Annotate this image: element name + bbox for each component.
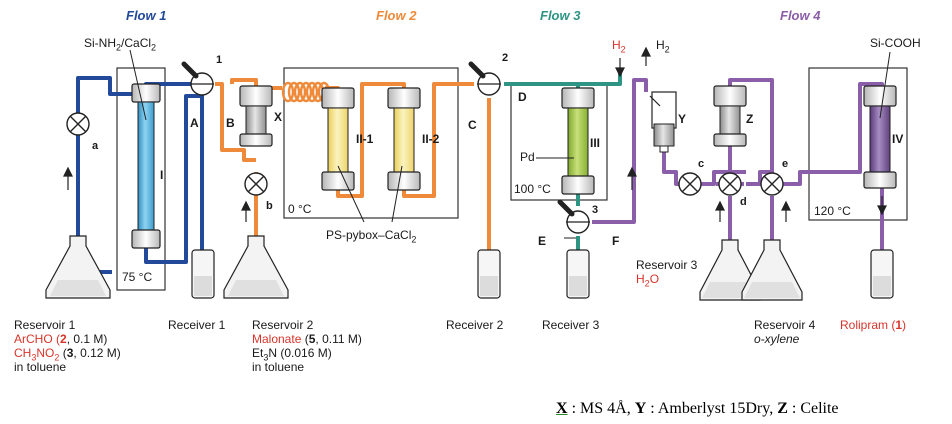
reservoir-2-title: Reservoir 2: [252, 318, 314, 332]
reservoir-1-title: Reservoir 1: [14, 318, 76, 332]
valve-3-label: 3: [592, 204, 599, 216]
temp-flow-3: 100 °C: [514, 182, 551, 196]
pump-e-label: e: [782, 158, 789, 170]
pump-d-label: d: [740, 196, 747, 208]
label-si-cooh: Si-COOH: [870, 36, 921, 50]
pump-c: [678, 172, 702, 196]
column-II-2-label: II-2: [422, 132, 440, 146]
line-C-label: C: [468, 118, 477, 132]
line-E-label: E: [538, 234, 547, 248]
reservoir-2-line-2: Et3N (0.016 M): [252, 346, 332, 363]
beaker-receiver-1: [191, 249, 215, 299]
column-Y: [651, 91, 677, 153]
label-h2-in: H2: [612, 38, 626, 55]
temp-flow-4: 120 °C: [814, 204, 851, 218]
reservoir-1-line-2: CH3NO2 (3, 0.12 M): [14, 346, 121, 363]
temp-flow-2: 0 °C: [288, 202, 312, 216]
beaker-receiver-3: [566, 249, 590, 299]
label-ps-pybox: PS-pybox–CaCl2: [326, 228, 417, 245]
valve-2: [468, 61, 501, 96]
flow-1-title: Flow 1: [126, 8, 167, 23]
column-IV-label: IV: [892, 132, 904, 146]
pump-a: [66, 112, 90, 136]
valve-1-label: 1: [216, 54, 223, 66]
beaker-product: [870, 249, 894, 299]
flask-reservoir-1: [45, 235, 111, 299]
pump-b: [244, 172, 268, 196]
flask-reservoir-2: [223, 235, 289, 299]
heating-box-4: [808, 67, 908, 221]
column-III-label: III: [590, 136, 601, 150]
reservoir-2-line-1: Malonate (5, 0.11 M): [252, 332, 362, 346]
reservoir-4-line-1: o-xylene: [754, 332, 800, 346]
beaker-receiver-2: [477, 249, 501, 299]
receiver-3-label: Receiver 3: [542, 318, 600, 332]
column-II-2: [387, 87, 421, 191]
line-F-label: F: [612, 234, 620, 248]
column-X-label: X: [274, 110, 283, 124]
column-I-label: I: [160, 168, 164, 182]
flow-2-title: Flow 2: [376, 8, 417, 23]
valve-1: [181, 61, 214, 96]
flow-arrows: [63, 46, 887, 222]
flow-4-title: Flow 4: [780, 8, 821, 23]
column-II-1: [321, 87, 355, 191]
pump-c-label: c: [698, 158, 705, 170]
pump-d: [718, 172, 742, 196]
flask-reservoir-4: [741, 239, 803, 301]
column-II-1-label: II-1: [356, 132, 374, 146]
column-I: [131, 83, 161, 249]
oven-box-1: [116, 67, 166, 291]
flow-3-title: Flow 3: [540, 8, 581, 23]
reservoir-1-line-3: in toluene: [14, 360, 67, 374]
line-A-label: A: [190, 116, 199, 130]
pump-e: [760, 172, 784, 196]
receiver-1-label: Receiver 1: [168, 318, 226, 332]
cooling-box-2: [283, 67, 459, 219]
legend: X : MS 4Å, Y : Amberlyst 15Dry, Z : Celi…: [556, 400, 839, 417]
reservoir-3-line-1: H2O: [636, 272, 660, 289]
valve-2-label: 2: [502, 52, 509, 64]
line-D-label: D: [518, 90, 527, 104]
line-B-label: B: [226, 116, 235, 130]
column-IV: [863, 85, 897, 189]
pump-a-label: a: [92, 140, 99, 152]
product-label: Rolipram (1): [840, 318, 907, 332]
column-X: [239, 85, 273, 147]
temp-flow-1: 75 °C: [122, 270, 153, 284]
reservoir-1-line-1: ArCHO (2, 0.1 M): [14, 332, 108, 346]
column-III: [561, 87, 595, 195]
column-Z-label: Z: [746, 112, 754, 126]
valve-3: [557, 199, 590, 234]
pump-b-label: b: [266, 200, 273, 212]
reservoir-4-title: Reservoir 4: [754, 318, 816, 332]
leader-lines: [129, 49, 891, 239]
label-h2-out: H2: [656, 38, 670, 55]
label-pd: Pd: [520, 150, 535, 164]
reservoir-3-title: Reservoir 3: [636, 258, 698, 272]
receiver-2-label: Receiver 2: [446, 318, 504, 332]
column-Y-label: Y: [678, 112, 687, 126]
column-Z: [713, 85, 747, 147]
label-si-nh2-cacl2: Si-NH2/CaCl2: [84, 36, 157, 53]
reservoir-2-line-3: in toluene: [252, 360, 305, 374]
